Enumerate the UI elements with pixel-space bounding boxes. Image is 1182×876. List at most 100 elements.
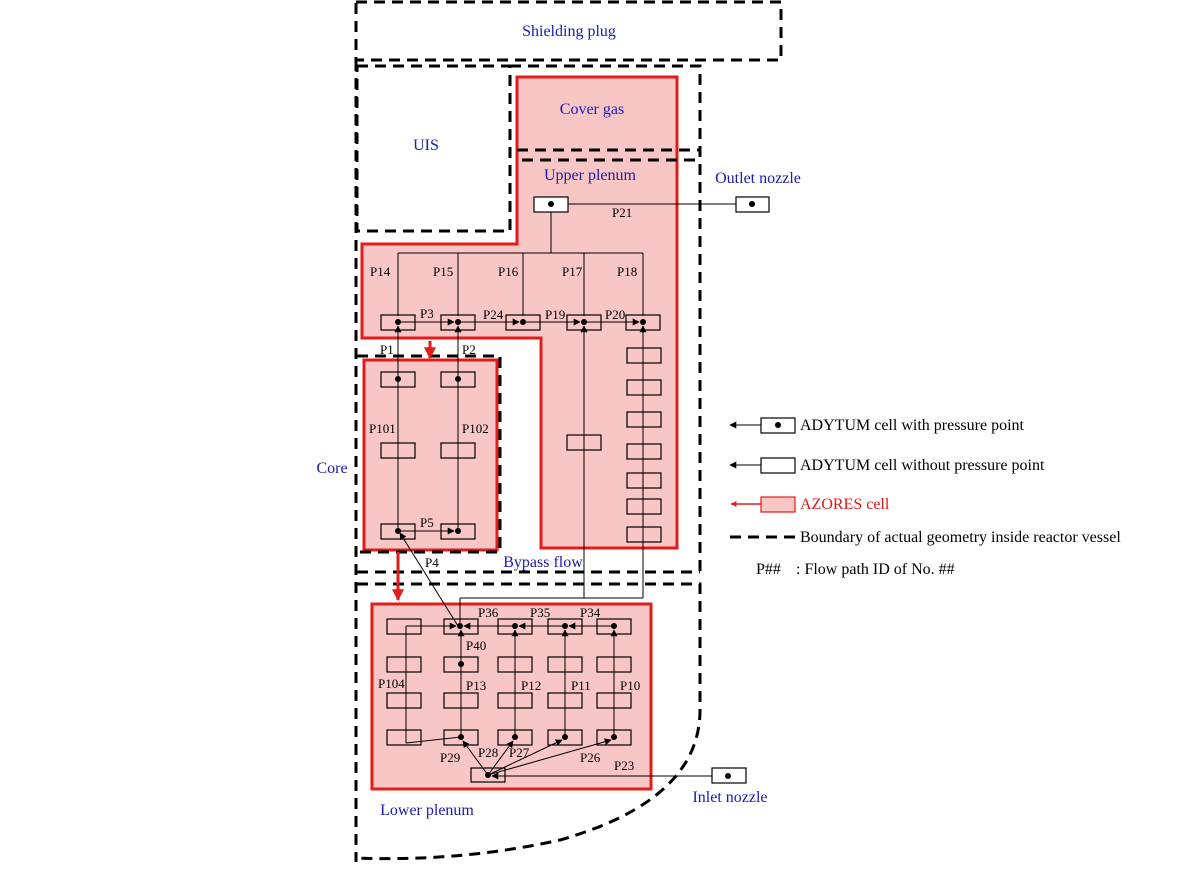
label-p34: P34: [580, 605, 601, 620]
label-p14: P14: [370, 264, 391, 279]
cell-bypass-6: [626, 498, 662, 515]
cell-lp-r3c5: [596, 692, 632, 709]
cell-core-1-mid: [380, 442, 416, 459]
label-p5: P5: [420, 515, 434, 530]
label-p29: P29: [440, 750, 460, 765]
cell-lp-r3c3: [497, 692, 533, 709]
legend-azores-text: AZORES cell: [800, 496, 890, 513]
flow-path-labels: P21 P14 P15 P16 P17 P18 P3 P24 P19 P20 P…: [369, 205, 640, 773]
label-p2: P2: [462, 342, 476, 357]
cell-lp-r2c2: [443, 656, 479, 673]
cell-bypass-2: [626, 379, 662, 396]
cell-core-1-top: [380, 371, 416, 388]
cell-core-2-top: [440, 371, 476, 388]
cell-lp-r2c5: [596, 656, 632, 673]
legend-azores: AZORES cell: [730, 496, 890, 513]
label-p15: P15: [433, 264, 453, 279]
cell-lp-r4c3: [497, 729, 533, 746]
cell-lp-r3c2: [443, 692, 479, 709]
legend-boundary-text: Boundary of actual geometry inside react…: [800, 529, 1121, 546]
cell-bypass-mid: [566, 434, 602, 451]
cell-core-2-mid: [440, 442, 476, 459]
cell-bypass-5: [626, 472, 662, 489]
cell-up-4: [566, 314, 602, 331]
p29-line: [462, 740, 489, 776]
cell-lp-r3c1: [386, 692, 422, 709]
p27-line: [487, 739, 563, 776]
cell-lp-r2c3: [497, 656, 533, 673]
vessel-upper-right-boundary: [510, 64, 702, 572]
core-label: Core: [316, 460, 347, 477]
cell-lp-r1c5: [596, 618, 632, 635]
cell-lp-r1c3: [497, 618, 533, 635]
inlet-nozzle-label: Inlet nozzle: [692, 789, 767, 806]
label-p16: P16: [498, 264, 519, 279]
label-p20: P20: [605, 307, 625, 322]
upper-plenum-label: Upper plenum: [544, 167, 637, 184]
legend-adytum-no-pressure-text: ADYTUM cell without pressure point: [800, 457, 1045, 474]
label-p19: P19: [545, 307, 565, 322]
legend: ADYTUM cell with pressure point ADYTUM c…: [729, 417, 1121, 578]
label-p24: P24: [483, 307, 504, 322]
shielding-plug-label: Shielding plug: [522, 23, 616, 40]
cell-up-5: [625, 314, 661, 331]
cell-lp-r1c2: [443, 618, 479, 635]
geometry-boundaries: [354, 0, 783, 862]
label-p21: P21: [612, 205, 632, 220]
cell-core-2-bot: [440, 523, 476, 540]
cell-lp-inlet: [470, 767, 506, 783]
label-p104: P104: [378, 676, 405, 691]
p28-line: [487, 740, 514, 776]
cell-up-2: [440, 314, 476, 331]
label-p4: P4: [425, 555, 439, 570]
pressure-points: [395, 201, 755, 779]
outlet-nozzle-label: Outlet nozzle: [715, 170, 801, 187]
cell-lp-r2c1: [386, 656, 422, 673]
cell-bypass-1: [626, 347, 662, 364]
label-p11: P11: [571, 678, 591, 693]
bypass-flow-label: Bypass flow: [503, 554, 583, 571]
label-p1: P1: [380, 342, 394, 357]
legend-boundary: Boundary of actual geometry inside react…: [730, 529, 1121, 546]
azores-lower-plenum-region: [370, 602, 653, 791]
label-p10: P10: [620, 678, 640, 693]
legend-flow-path-desc: : Flow path ID of No. ##: [796, 561, 955, 578]
label-p26: P26: [580, 750, 601, 765]
legend-adytum-pressure-text: ADYTUM cell with pressure point: [800, 417, 1025, 434]
label-p17: P17: [562, 264, 583, 279]
flow-network: [392, 200, 753, 780]
cell-up-1: [380, 314, 416, 331]
cell-lp-r2c4: [547, 656, 583, 673]
lower-plenum-label: Lower plenum: [380, 802, 474, 819]
cell-up-3: [505, 314, 541, 331]
uis-label: UIS: [413, 137, 439, 154]
lower-vessel-boundary: [355, 582, 702, 861]
azores-upper-region: [360, 75, 679, 550]
cell-lp-r3c4: [547, 692, 583, 709]
cell-lp-r1c1: [386, 618, 422, 635]
label-p3: P3: [420, 306, 434, 321]
p104-bottom-line: [405, 736, 462, 744]
cell-bypass-7: [626, 526, 662, 543]
p4-line: [399, 532, 459, 627]
cell-bypass-3: [626, 411, 662, 428]
legend-flow-path: P## : Flow path ID of No. ##: [756, 561, 955, 578]
label-p23: P23: [614, 758, 634, 773]
cell-lp-r4c5: [596, 729, 632, 746]
cell-core-1-bot: [380, 523, 416, 540]
p26-line: [487, 738, 612, 776]
cell-bypass-4: [626, 443, 662, 460]
legend-adytum-no-pressure: ADYTUM cell without pressure point: [729, 457, 1045, 474]
cell-lp-r4c1: [386, 729, 422, 746]
label-p35: P35: [530, 605, 550, 620]
cover-gas-label: Cover gas: [560, 101, 624, 118]
label-p13: P13: [466, 678, 486, 693]
cell-lp-r4c2: [443, 729, 479, 746]
label-p12: P12: [521, 678, 541, 693]
label-p40: P40: [466, 638, 486, 653]
cell-lp-r1c4: [547, 618, 583, 635]
shielding-plug-boundary: [354, 0, 783, 62]
label-p18: P18: [617, 264, 637, 279]
